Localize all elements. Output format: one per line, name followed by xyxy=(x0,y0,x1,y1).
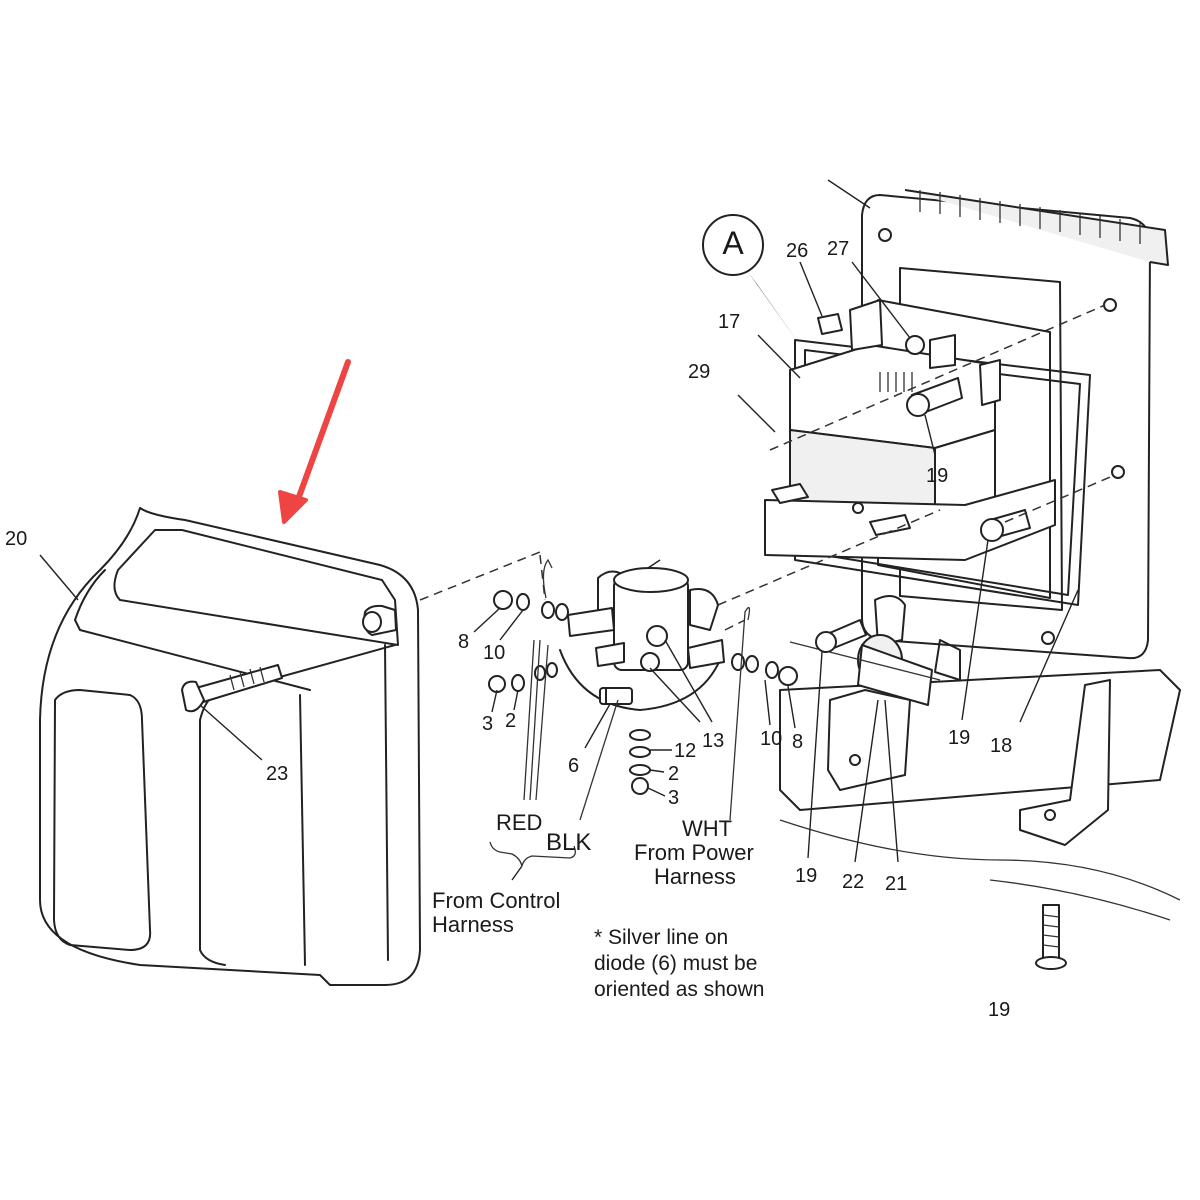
callout-6: 6 xyxy=(568,755,579,777)
from-power-harness-2: Harness xyxy=(654,864,736,889)
diode-note-line3: oriented as shown xyxy=(594,978,764,1001)
wire-label-wht: WHT xyxy=(682,816,732,841)
from-control-harness-1: From Control xyxy=(432,888,560,913)
bolt-19-right xyxy=(961,509,1031,721)
screw-thread xyxy=(229,666,265,691)
wire-label-red: RED xyxy=(496,810,542,835)
callout-12: 12 xyxy=(674,740,696,762)
callout-20: 20 xyxy=(5,528,27,550)
callout-8-right: 8 xyxy=(792,731,803,753)
callout-18: 18 xyxy=(990,735,1012,757)
solenoid-module-17 xyxy=(764,299,1056,561)
callout-3-mid: 3 xyxy=(668,787,679,809)
left-hardware xyxy=(473,590,569,713)
bolt-19-top xyxy=(906,377,963,456)
heat-sink-fins xyxy=(919,190,1141,244)
callout-23: 23 xyxy=(266,763,288,785)
bolt-thread xyxy=(1042,914,1060,948)
diode-6 xyxy=(584,687,633,749)
callout-13: 13 xyxy=(702,730,724,752)
wire-leads xyxy=(523,554,751,821)
callout-19-top: 19 xyxy=(926,465,948,487)
callout-27: 27 xyxy=(827,238,849,260)
callout-22: 22 xyxy=(842,871,864,893)
solenoid xyxy=(559,559,725,723)
center-hardware xyxy=(629,729,672,797)
callout-3-left: 3 xyxy=(482,713,493,735)
callout-2-mid: 2 xyxy=(668,763,679,785)
resistor-assembly xyxy=(789,595,941,863)
screw-23 xyxy=(181,664,283,761)
diode-note-line1: * Silver line on xyxy=(594,926,728,949)
callout-2-left: 2 xyxy=(505,710,516,732)
callout-19-right: 19 xyxy=(948,727,970,749)
connector-pins xyxy=(879,372,913,392)
from-power-harness-1: From Power xyxy=(634,840,754,865)
callout-10-left: 10 xyxy=(483,642,505,664)
bolt-19-bottom xyxy=(1035,904,1067,970)
detail-callout-a xyxy=(702,214,800,345)
callout-19-bottom: 19 xyxy=(988,999,1010,1021)
diode-note-line2: diode (6) must be xyxy=(594,952,757,975)
red-arrow-indicator xyxy=(278,359,351,524)
wire-label-blk: BLK xyxy=(546,829,591,856)
callout-21: 21 xyxy=(885,873,907,895)
callout-26: 26 xyxy=(786,240,808,262)
bolt-26 xyxy=(799,261,843,335)
controller-cover-20 xyxy=(39,507,421,986)
nut-27 xyxy=(851,261,925,355)
callout-17: 17 xyxy=(718,311,740,333)
callout-19-mount: 19 xyxy=(795,865,817,887)
from-control-harness-2: Harness xyxy=(432,912,514,937)
callout-8-left: 8 xyxy=(458,631,469,653)
callout-10-right: 10 xyxy=(760,728,782,750)
callout-circle-a: A xyxy=(722,225,744,261)
right-hardware xyxy=(731,653,798,729)
callout-29: 29 xyxy=(688,361,710,383)
